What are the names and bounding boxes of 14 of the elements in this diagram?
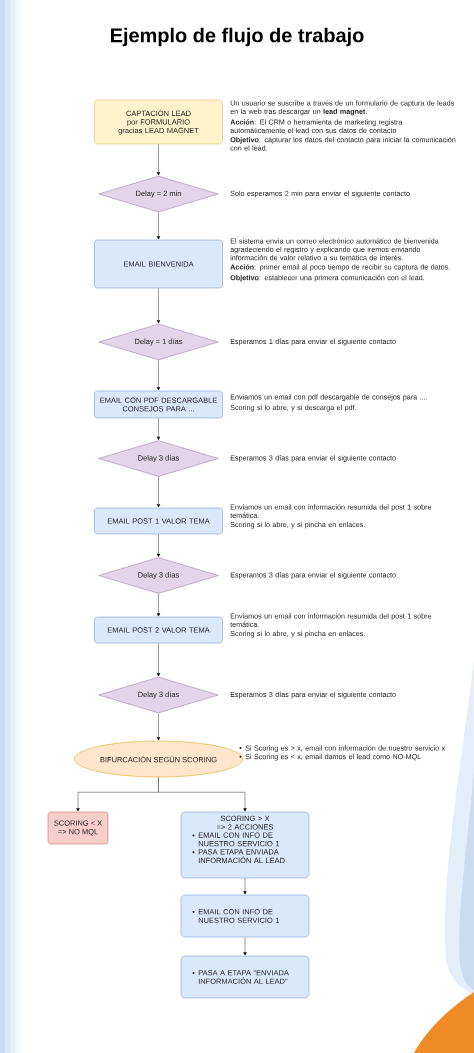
arrow bbox=[243, 936, 247, 956]
arrow bbox=[156, 476, 161, 508]
arrow bbox=[156, 642, 161, 677]
arrow bbox=[156, 359, 161, 391]
arrow bbox=[156, 417, 161, 440]
arrow bbox=[156, 287, 161, 324]
arrow bbox=[156, 712, 161, 741]
arrow bbox=[156, 143, 161, 176]
arrow bbox=[156, 211, 161, 240]
title: Ejemplo de flujo de trabajo bbox=[111, 27, 364, 47]
arrow bbox=[156, 593, 161, 617]
arrow bbox=[156, 533, 161, 557]
arrow bbox=[243, 877, 247, 895]
arrow bbox=[158, 776, 247, 812]
